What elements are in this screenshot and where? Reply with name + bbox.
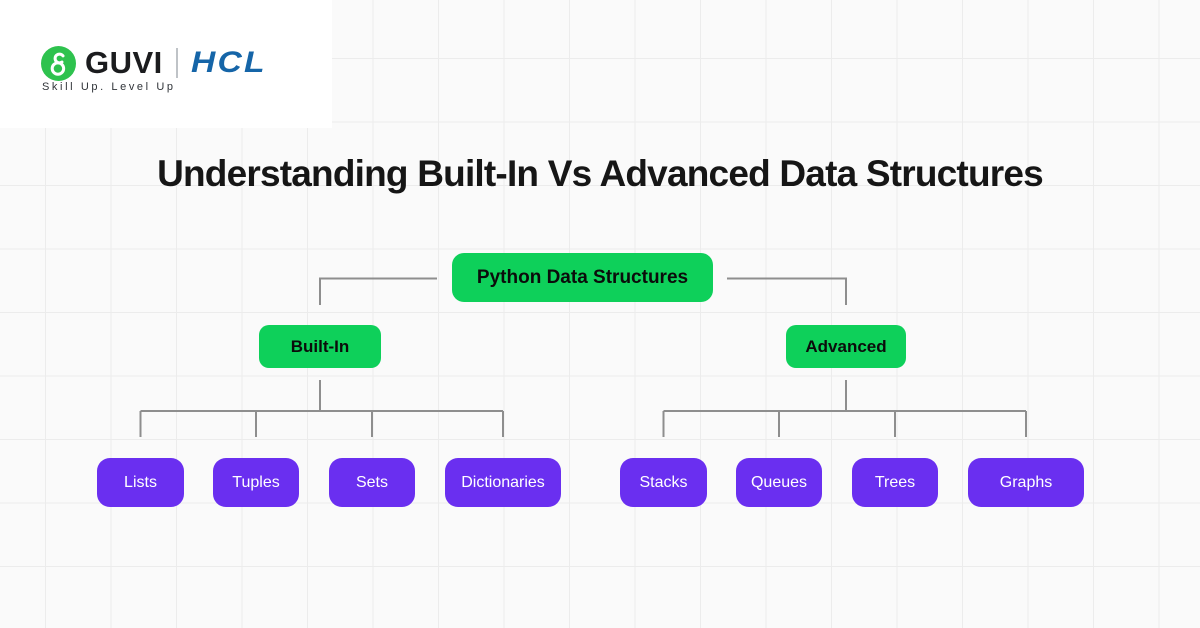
- guvi-g-icon: [41, 45, 76, 81]
- node-advanced: Advanced: [786, 325, 906, 368]
- node-dictionaries: Dictionaries: [445, 458, 561, 507]
- page-title: Understanding Built-In Vs Advanced Data …: [157, 153, 1044, 194]
- builtin-branch-lines: [139, 380, 504, 437]
- node-graphs: Graphs: [968, 458, 1084, 507]
- root-to-builtin-elbow: [319, 277, 437, 305]
- node-trees: Trees: [852, 458, 938, 507]
- hcl-wordmark: HCL: [190, 46, 267, 79]
- node-queues: Queues: [736, 458, 822, 507]
- node-tuples: Tuples: [213, 458, 299, 507]
- node-built-in: Built-In: [259, 325, 381, 368]
- root-to-advanced-elbow: [727, 277, 847, 305]
- brand-tagline: Skill Up. Level Up: [42, 81, 176, 93]
- node-sets: Sets: [329, 458, 415, 507]
- advanced-branch-lines: [662, 380, 1027, 437]
- guvi-wordmark: GUVI: [85, 45, 163, 80]
- logo-area: GUVI HCL Skill Up. Level Up: [0, 0, 332, 128]
- node-stacks: Stacks: [620, 458, 707, 507]
- guvi-logo-icon: [41, 45, 76, 81]
- node-lists: Lists: [97, 458, 184, 507]
- node-python-data-structures: Python Data Structures: [452, 253, 713, 302]
- brand-logo: GUVI HCL: [41, 44, 264, 82]
- logo-divider: [175, 48, 178, 78]
